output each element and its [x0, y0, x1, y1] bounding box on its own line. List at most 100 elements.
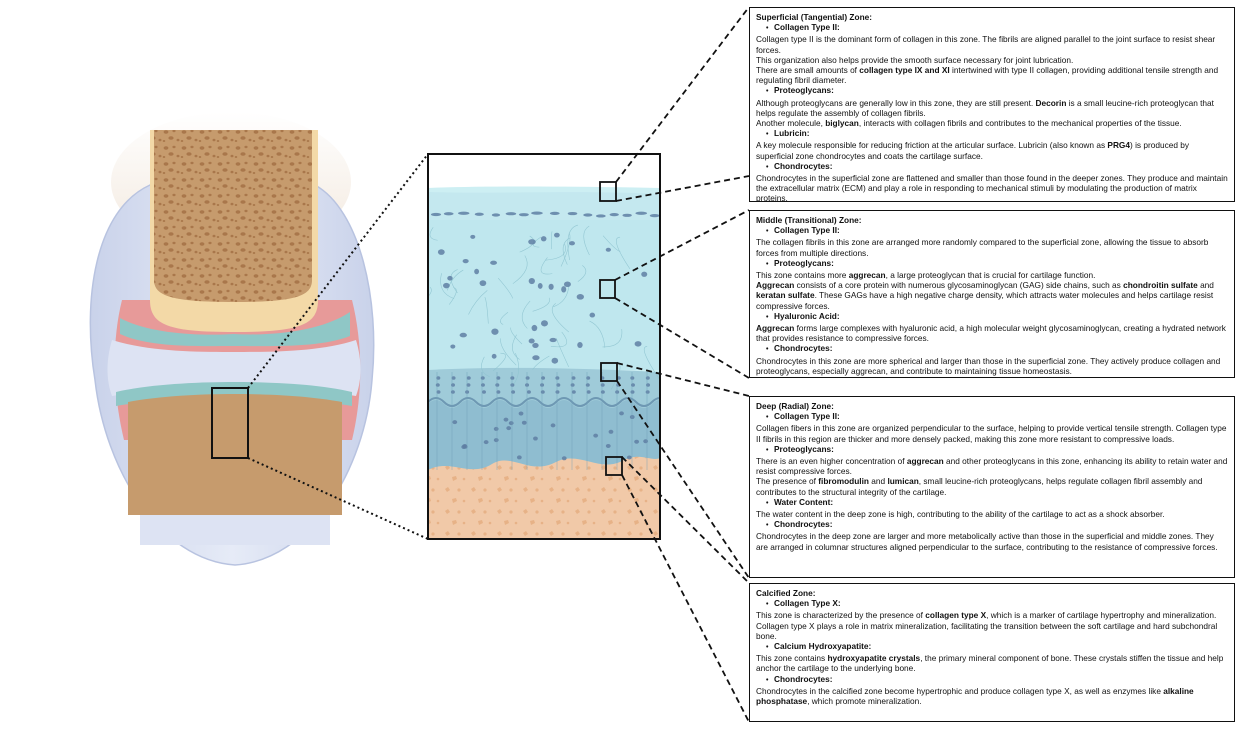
text-run: ) is produced by superficial zone chondr…	[756, 140, 1190, 161]
deep-chondrocyte	[506, 426, 512, 431]
deep-chondrocyte	[570, 383, 575, 387]
section-heading: Water Content:	[756, 497, 1228, 509]
collagen-fiber	[500, 312, 509, 325]
deep-chondrocyte	[626, 455, 632, 460]
collagen-fiber	[550, 331, 568, 348]
text-run: Collagen fibers in this zone are organiz…	[756, 423, 1227, 444]
section-heading: Proteoglycans:	[756, 258, 1228, 270]
section-paragraph: Although proteoglycans are generally low…	[756, 98, 1228, 118]
text-run: , which is a marker of cartilage hypertr…	[986, 610, 1217, 621]
deep-chondrocyte	[526, 390, 531, 394]
superficial-chondrocyte	[430, 212, 442, 217]
text-run: and	[868, 476, 888, 487]
joint-space	[107, 340, 361, 396]
collagen-fiber	[448, 287, 457, 305]
connector-calcified-bottom	[621, 474, 750, 723]
superficial-chondrocyte	[635, 211, 648, 215]
collagen-fiber	[545, 243, 566, 261]
section-paragraph: Aggrecan forms large complexes with hyal…	[756, 323, 1228, 343]
collagen-fiber	[521, 300, 531, 329]
connector-superficial-bottom	[615, 175, 750, 202]
deep-chondrocyte	[450, 390, 455, 394]
collagen-fiber	[492, 352, 507, 372]
section-heading: Chondrocytes:	[756, 343, 1228, 355]
text-run: This zone contains	[756, 653, 828, 664]
text-run: Chondrocytes in this zone are more spher…	[756, 355, 1221, 376]
deep-chondrocyte	[571, 390, 576, 394]
zone-title: Calcified Zone:	[756, 588, 816, 598]
deep-chondrocyte	[493, 426, 499, 431]
text-run: Chondrocytes in the deep zone are larger…	[756, 531, 1218, 552]
deep-chondrocyte	[525, 376, 530, 380]
middle-chondrocyte	[447, 275, 453, 281]
deep-chondrocyte	[481, 390, 486, 394]
deep-chondrocyte	[518, 411, 524, 416]
collagen-fiber	[540, 257, 553, 275]
text-run: This zone is characterized by the presen…	[756, 610, 926, 621]
deep-chondrocyte	[586, 390, 591, 394]
bold-term: aggrecan	[848, 270, 886, 281]
section-paragraph: Chondrocytes in the calcified zone becom…	[756, 686, 1228, 706]
collagen-fiber	[500, 338, 517, 366]
bold-term: hydroxyapatite crystals	[827, 653, 921, 664]
middle-chondrocyte	[528, 338, 535, 344]
deep-chondrocyte	[555, 376, 560, 380]
collagen-fiber	[512, 334, 520, 360]
collagen-fiber	[556, 337, 569, 367]
superficial-chondrocyte	[491, 213, 501, 217]
superficial-chondrocyte	[609, 213, 619, 217]
text-run: This zone contains more	[756, 270, 849, 281]
section-paragraph: Chondrocytes in the superficial zone are…	[756, 173, 1228, 202]
bold-term: biglycan	[825, 118, 859, 129]
text-run: , interacts with collagen fibrils and co…	[858, 118, 1182, 129]
connector-deep-top	[616, 362, 750, 397]
zone-title: Middle (Transitional) Zone:	[756, 215, 862, 225]
deep-chondrocyte	[496, 390, 501, 394]
section-heading: Collagen Type X:	[756, 598, 1228, 610]
deep-chondrocyte	[533, 436, 538, 441]
text-run: The presence of	[756, 476, 819, 487]
text-run: and other proteoglycans in this zone, en…	[756, 456, 1228, 477]
middle-chondrocyte	[532, 342, 539, 348]
collagen-fiber	[513, 353, 519, 385]
section-heading: Chondrocytes:	[756, 519, 1228, 531]
deep-chondrocyte	[493, 438, 499, 443]
text-run: There is an even higher concentration of	[756, 456, 907, 467]
middle-chondrocyte	[576, 294, 584, 300]
superficial-chondrocyte	[595, 214, 606, 218]
text-run: Collagen type X plays a role in matrix m…	[756, 620, 1218, 641]
deep-chondrocyte	[600, 390, 605, 394]
middle-chondrocyte	[459, 332, 467, 338]
superficial-chondrocyte	[443, 212, 454, 216]
focus-square-middle	[599, 279, 616, 299]
middle-chondrocyte	[528, 277, 535, 285]
connector-superficial-top	[615, 6, 750, 183]
text-run: forms large complexes with hyaluronic ac…	[756, 323, 1226, 344]
collagen-fiber	[532, 355, 550, 370]
superficial-chondrocyte	[518, 213, 529, 217]
text-run: . These GAGs have a high negative charge…	[756, 290, 1214, 311]
deep-chondrocyte	[634, 439, 640, 444]
text-run: Chondrocytes in the superficial zone are…	[756, 173, 1228, 202]
section-heading: Proteoglycans:	[756, 85, 1228, 97]
deep-chondrocyte	[541, 376, 546, 380]
deep-chondrocyte	[451, 383, 456, 387]
zone-title: Superficial (Tangential) Zone:	[756, 12, 873, 22]
text-run: This organization also helps provide the…	[756, 54, 1074, 65]
section-paragraph: Chondrocytes in the deep zone are larger…	[756, 531, 1228, 551]
collagen-fiber	[583, 225, 590, 256]
bold-term: fibromodulin	[818, 476, 869, 487]
text-run: is a small leucine-rich proteoglycan tha…	[756, 97, 1214, 118]
text-run: , small leucine-rich proteoglycans, help…	[756, 476, 1203, 497]
section-paragraph: Another molecule, biglycan, interacts wi…	[756, 118, 1228, 128]
middle-chondrocyte	[540, 236, 547, 242]
middle-chondrocyte	[540, 320, 548, 327]
middle-chondrocyte	[479, 280, 487, 287]
deep-chondrocyte	[508, 421, 514, 426]
text-run: and	[1197, 280, 1214, 291]
deep-chondrocyte	[608, 429, 614, 434]
zone-box-middle: Middle (Transitional) Zone:Collagen Type…	[749, 210, 1235, 378]
zone-box-calcified: Calcified Zone:Collagen Type X:This zone…	[749, 583, 1235, 722]
middle-chondrocyte	[443, 282, 450, 289]
superficial-chondrocyte	[474, 212, 484, 216]
